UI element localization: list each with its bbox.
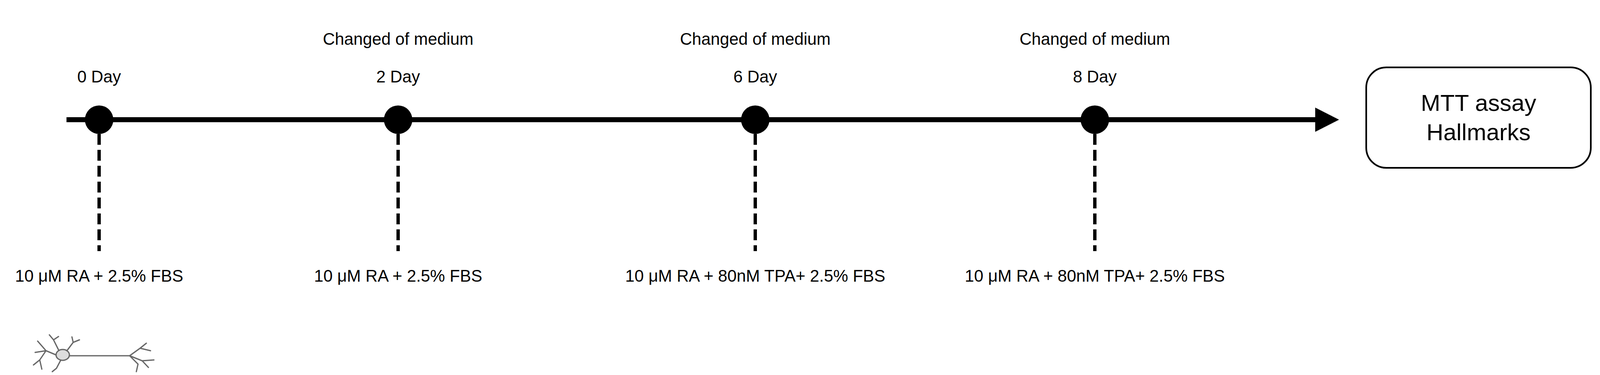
day-label: 6 Day	[733, 66, 778, 87]
neuron-icon	[33, 334, 154, 372]
dashed-ticks	[99, 133, 1095, 251]
medium-label: 10 μM RA + 80nM TPA+ 2.5% FBS	[625, 265, 886, 286]
medium-label: 10 μM RA + 2.5% FBS	[314, 265, 483, 286]
day-label: 2 Day	[376, 66, 421, 87]
box-text: MTT assay Hallmarks	[1367, 88, 1590, 147]
arrow-head	[1315, 107, 1340, 132]
day-label: 0 Day	[77, 66, 122, 87]
timeline-axis	[66, 117, 1320, 123]
medium-label: 10 μM RA + 2.5% FBS	[15, 265, 184, 286]
day-label: 8 Day	[1073, 66, 1117, 87]
stage-note: Changed of medium	[679, 29, 831, 49]
medium-label: 10 μM RA + 80nM TPA+ 2.5% FBS	[964, 265, 1225, 286]
stage-note: Changed of medium	[322, 29, 474, 49]
stage-note: Changed of medium	[1019, 29, 1171, 49]
timeline-dots	[84, 105, 1110, 134]
result-box: MTT assay Hallmarks	[1365, 66, 1592, 169]
